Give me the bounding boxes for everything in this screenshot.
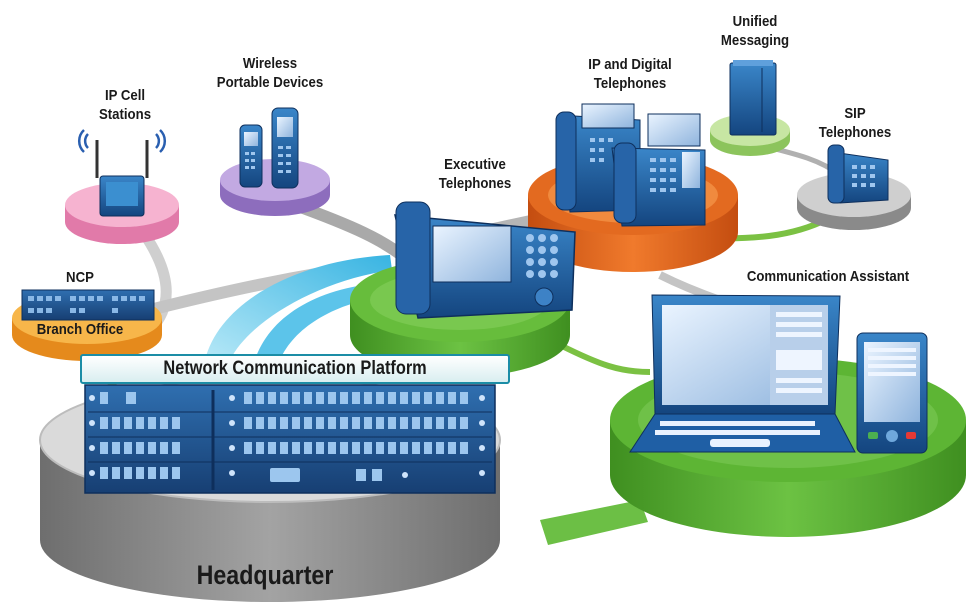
label-line: Unified — [732, 13, 778, 30]
label-line: Telephones — [438, 175, 512, 192]
rack-chassis-icon — [84, 384, 496, 494]
rack-chassis-icon — [21, 289, 155, 321]
label-line: Communication Assistant — [746, 268, 910, 285]
laptop-icon — [629, 294, 856, 453]
link-platform-to-executive-blue — [205, 255, 392, 360]
label-line: Telephones — [818, 124, 892, 141]
label-headquarter: Headquarter — [196, 560, 334, 590]
pda-icon — [856, 332, 928, 454]
network-platform-banner: Network Communication Platform — [80, 354, 510, 384]
label-executive-telephones: Executive Telephones — [422, 155, 528, 193]
label-ip-cell-stations: IP Cell Stations — [85, 86, 164, 124]
label-line: IP Cell — [104, 87, 146, 104]
label-line: Executive — [444, 156, 506, 173]
label-wireless-portable-devices: Wireless Portable Devices — [204, 54, 336, 92]
label-unified-messaging: Unified Messaging — [711, 12, 799, 50]
label-line: IP and Digital — [588, 56, 672, 73]
desk-phone-icon — [394, 201, 576, 319]
label-ncp: NCP — [45, 268, 115, 287]
label-communication-assistant: Communication Assistant — [731, 267, 925, 286]
label-line: Stations — [98, 106, 152, 123]
label-sip-telephones: SIP Telephones — [811, 104, 899, 142]
label-line: NCP — [66, 269, 94, 286]
server-icon — [729, 60, 777, 136]
link-hq-to-assistant — [540, 500, 648, 545]
label-line: Wireless — [242, 55, 298, 72]
link-platform-to-executive-blue-2 — [255, 282, 396, 360]
desk-phone-icon — [555, 103, 706, 227]
label-line: SIP — [844, 105, 866, 122]
cordless-phone-icon — [239, 107, 299, 189]
label-ip-digital-telephones: IP and Digital Telephones — [568, 55, 691, 93]
label-line: Telephones — [593, 75, 667, 92]
network-platform-title: Network Communication Platform — [163, 358, 427, 379]
link-wireless-to-executive — [292, 199, 414, 267]
antenna-icon — [77, 129, 167, 217]
link-exec-to-assistant — [558, 342, 651, 375]
label-line: Messaging — [720, 32, 790, 49]
desk-phone-icon — [827, 144, 889, 204]
label-branch-office: Branch Office — [36, 321, 124, 338]
label-line: Portable Devices — [216, 74, 324, 91]
